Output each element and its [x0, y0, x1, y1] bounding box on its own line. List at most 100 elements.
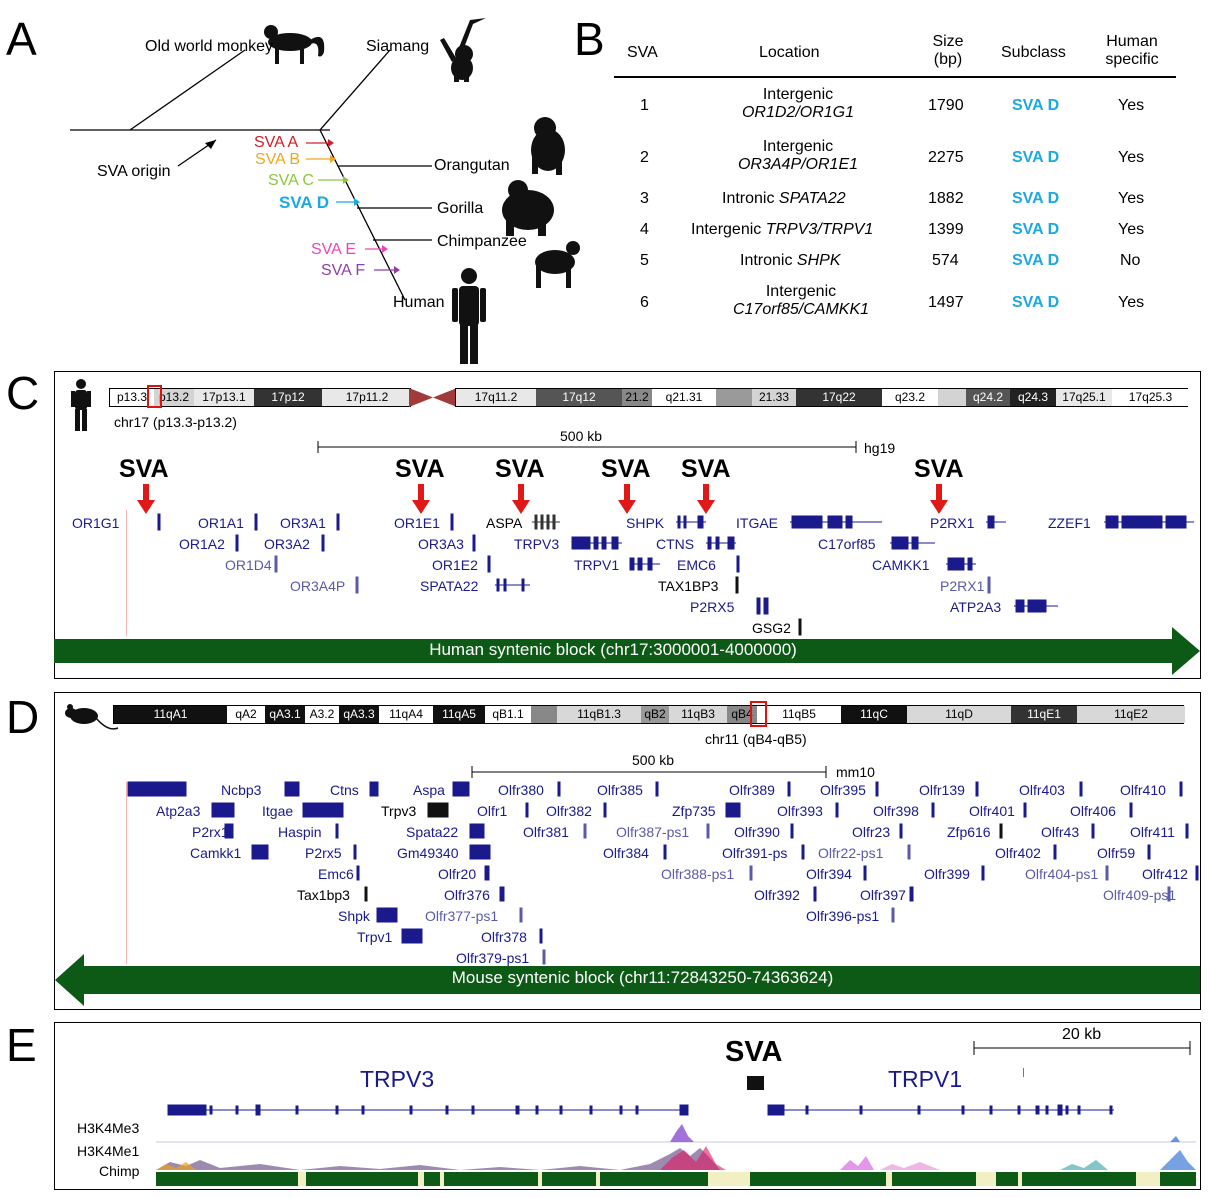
syntenic-block-arrow	[54, 627, 1200, 675]
sva-label: SVA	[681, 455, 731, 483]
label-sva-e: SVA E	[311, 241, 357, 258]
gene-label: Itgae	[262, 803, 294, 819]
gene-label: Camkk1	[190, 845, 242, 861]
gene-label: Olfr22-ps1	[818, 845, 884, 861]
gene-label: CTNS	[656, 536, 695, 552]
label-sva-a: SVA A	[254, 134, 299, 151]
label-sva-b: SVA B	[255, 151, 301, 168]
gene-label: TRPV1	[574, 557, 620, 573]
gene-label: Olfr139	[919, 782, 965, 798]
gene-label: ZZEF1	[1048, 515, 1091, 531]
panel-label-e: E	[6, 1019, 37, 1071]
col-header-size: Size(bp)	[932, 33, 964, 68]
guide-line	[126, 782, 127, 964]
gene-label: Olfr382	[546, 803, 592, 819]
gene-label: OR1E1	[394, 515, 440, 531]
syntenic-block-label: Human syntenic block (chr17:3000001-4000…	[429, 640, 797, 659]
gene-label: EMC6	[677, 557, 716, 573]
panel-c-frame	[54, 371, 1201, 679]
gene-label: Zfp735	[672, 803, 716, 819]
gene-label: Ctns	[330, 782, 359, 798]
table-rule	[614, 76, 1176, 78]
panel-label-a: A	[6, 13, 37, 65]
gene-label: P2rx1	[192, 824, 229, 840]
gene-label: Olfr398	[873, 803, 919, 819]
gene-label: OR1D4	[225, 557, 272, 573]
syntenic-block-label: Mouse syntenic block (chr11:72843250-743…	[451, 968, 834, 987]
col-header-subclass: Subclass	[1001, 44, 1066, 61]
scale-bar	[471, 766, 827, 778]
gene-label: Olfr399	[924, 866, 970, 882]
gene-label: ITGAE	[736, 515, 779, 531]
region-highlight-box	[147, 385, 162, 408]
gene-label: Olfr43	[1041, 824, 1080, 840]
gene-label: Olfr396-ps1	[806, 908, 880, 924]
gene-label: OR1A2	[179, 536, 225, 552]
panel-label-b: B	[574, 13, 605, 65]
guide-line	[126, 510, 127, 636]
label-gorilla: Gorilla	[437, 200, 484, 217]
scale-bar	[973, 1041, 1191, 1055]
col-header-location: Location	[759, 44, 820, 61]
gorilla-icon	[502, 180, 554, 236]
gene-label: OR1E2	[432, 557, 478, 573]
gene-label: Tax1bp3	[297, 887, 350, 903]
gene-label: Olfr378	[481, 929, 527, 945]
gene-label: C17orf85	[818, 536, 876, 552]
label-sva-origin: SVA origin	[97, 163, 171, 180]
gene-label: Emc6	[318, 866, 354, 882]
gene-label: Olfr394	[806, 866, 852, 882]
sva-label: SVA	[495, 455, 545, 483]
gene-label: Aspa	[413, 782, 445, 798]
gene-label: Olfr395	[820, 782, 866, 798]
gene-label: Olfr379-ps1	[456, 950, 530, 966]
gene-label: ASPA	[486, 515, 523, 531]
gene-models	[157, 513, 1194, 636]
col-header-sva: SVA	[627, 44, 658, 61]
panel-d-frame	[54, 692, 1201, 1010]
gene-label: P2RX5	[690, 599, 735, 615]
mouse-icon	[65, 704, 119, 730]
gene-label: Atp2a3	[156, 803, 201, 819]
gene-label: Olfr385	[597, 782, 643, 798]
gene-label: Olfr381	[523, 824, 569, 840]
gene-label: SPATA22	[420, 578, 479, 594]
gene-label: P2RX1	[930, 515, 975, 531]
human-icon	[452, 268, 486, 364]
gibbon-icon	[440, 18, 486, 82]
track-label-h3k4me1: H3K4Me1	[77, 1143, 140, 1159]
gene-label: Olfr397	[860, 887, 906, 903]
assembly-label: mm10	[836, 764, 875, 780]
gene-label: Gm49340	[397, 845, 459, 861]
gene-label: GSG2	[752, 620, 791, 636]
centromere	[409, 388, 457, 407]
syntenic-block-arrow	[55, 954, 1200, 1006]
signal-tracks	[156, 1124, 1196, 1186]
chrom-label: chr11 (qB4-qB5)	[705, 731, 807, 747]
panel-e-frame	[54, 1022, 1201, 1190]
gene-label: Olfr388-ps1	[661, 866, 735, 882]
gene-label: Olfr412	[1142, 866, 1188, 882]
gene-label: OR3A3	[418, 536, 464, 552]
sva-arrows	[137, 484, 948, 514]
gene-label: OR3A2	[264, 536, 310, 552]
gene-label: OR1A1	[198, 515, 244, 531]
gene-label: Trpv3	[381, 803, 417, 819]
gene-label: Olfr389	[729, 782, 775, 798]
scale-label: 20 kb	[1062, 1026, 1102, 1043]
label-orangutan: Orangutan	[434, 157, 510, 174]
monkey-icon	[264, 25, 325, 64]
gene-label: Olfr406	[1070, 803, 1116, 819]
gene-label: Olfr409-ps1	[1103, 887, 1177, 903]
gene-label: Olfr391-ps	[722, 845, 788, 861]
gene-label: Olfr401	[969, 803, 1015, 819]
gene-label-trpv3: TRPV3	[360, 1066, 435, 1092]
label-sva-f: SVA F	[321, 262, 366, 279]
sva-label: SVA	[395, 455, 445, 483]
scale-label: 500 kb	[632, 752, 675, 768]
gene-label: OR3A4P	[290, 578, 346, 594]
gene-label: Olfr59	[1097, 845, 1136, 861]
gene-label: ATP2A3	[950, 599, 1002, 615]
gene-label: Olfr377-ps1	[425, 908, 499, 924]
label-human: Human	[393, 294, 445, 311]
